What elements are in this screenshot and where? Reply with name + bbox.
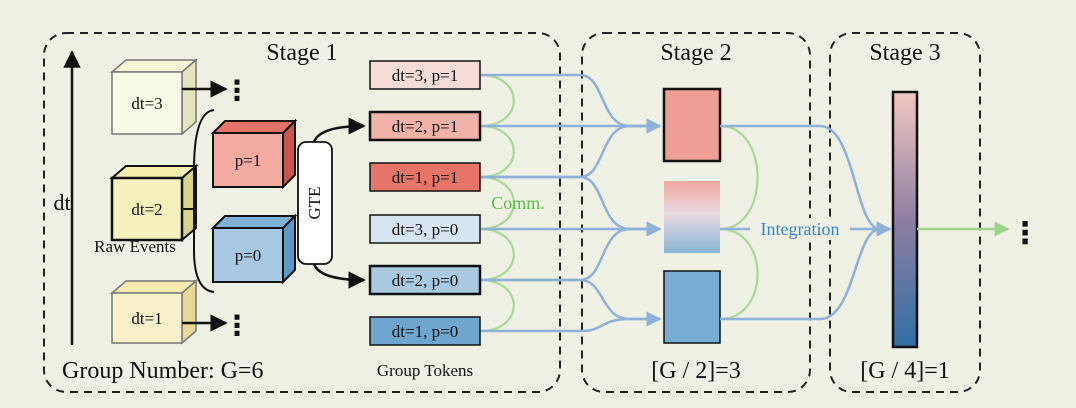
group-token-dt3-p0: dt=3, p=0 xyxy=(369,214,481,244)
stage-3-footer: [G / 4]=1 xyxy=(860,358,950,384)
group-token-dt1-p1: dt=1, p=1 xyxy=(369,162,481,192)
stage1-to-stage2-flows xyxy=(480,73,662,333)
stage-2-footer: [G / 2]=3 xyxy=(651,358,741,384)
gte-label: GTE xyxy=(305,186,324,219)
stage2-map-top xyxy=(662,87,722,163)
stage-2-title: Stage 2 xyxy=(660,40,731,66)
gte-to-token-dt2p0-arrow xyxy=(312,263,366,289)
gte-to-token-dt2p1-arrow xyxy=(312,117,366,143)
stage3-output-bar xyxy=(891,90,919,349)
comm-arcs xyxy=(479,73,515,333)
group-token-dt3-p1: dt=3, p=1 xyxy=(369,60,481,90)
stage2-comm-arcs xyxy=(719,124,759,321)
stage-1-footer: Group Number: G=6 xyxy=(62,358,264,384)
token-dt3-p0-label: dt=3, p=0 xyxy=(392,220,458,239)
stage-2-box xyxy=(581,32,811,393)
polarity-cube-p0: p=0 xyxy=(210,213,298,285)
polarity-cube-p1: p=1 xyxy=(210,118,298,190)
raw-events-label: Raw Events xyxy=(94,237,176,256)
stage2-map-mid xyxy=(664,181,720,253)
token-dt1-p0-label: dt=1, p=0 xyxy=(392,322,458,341)
raw-event-cube-dt1: dt=1 xyxy=(109,279,199,345)
group-token-dt1-p0: dt=1, p=0 xyxy=(369,316,481,346)
stage-3-box xyxy=(829,32,981,393)
token-dt2-p0-label: dt=2, p=0 xyxy=(392,271,458,290)
cube-p1-label: p=1 xyxy=(235,151,262,170)
comm-label: Comm. xyxy=(491,193,545,213)
group-token-dt2-p1: dt=2, p=1 xyxy=(368,110,482,142)
cube-dt1-label: dt=1 xyxy=(131,309,162,328)
split-bracket xyxy=(193,109,215,293)
integration-label: Integration xyxy=(761,219,840,239)
stage-1-title: Stage 1 xyxy=(266,40,337,66)
group-tokens-label: Group Tokens xyxy=(377,361,473,380)
raw-event-cube-dt2: dt=2 xyxy=(109,163,199,243)
stage2-map-bottom xyxy=(663,270,721,344)
integration-label-bg xyxy=(750,218,850,240)
cube-p0-label: p=0 xyxy=(235,246,262,265)
group-token-dt2-p0: dt=2, p=0 xyxy=(368,264,482,296)
token-dt2-p1-label: dt=2, p=1 xyxy=(392,117,458,136)
token-dt3-p1-label: dt=3, p=1 xyxy=(392,66,458,85)
stage-1-box xyxy=(43,32,561,393)
dt-axis-label: dt xyxy=(53,190,70,215)
token-dt1-p1-label: dt=1, p=1 xyxy=(392,168,458,187)
cube-dt2-label: dt=2 xyxy=(131,200,162,219)
ellipsis-top: ⋮ xyxy=(223,74,251,107)
output-ellipsis: ⋮ xyxy=(1010,216,1040,251)
stage-3-title: Stage 3 xyxy=(869,40,940,66)
raw-event-cube-dt3: dt=3 xyxy=(109,58,199,136)
cube-dt3-label: dt=3 xyxy=(131,94,162,113)
ellipsis-bottom: ⋮ xyxy=(223,309,251,342)
